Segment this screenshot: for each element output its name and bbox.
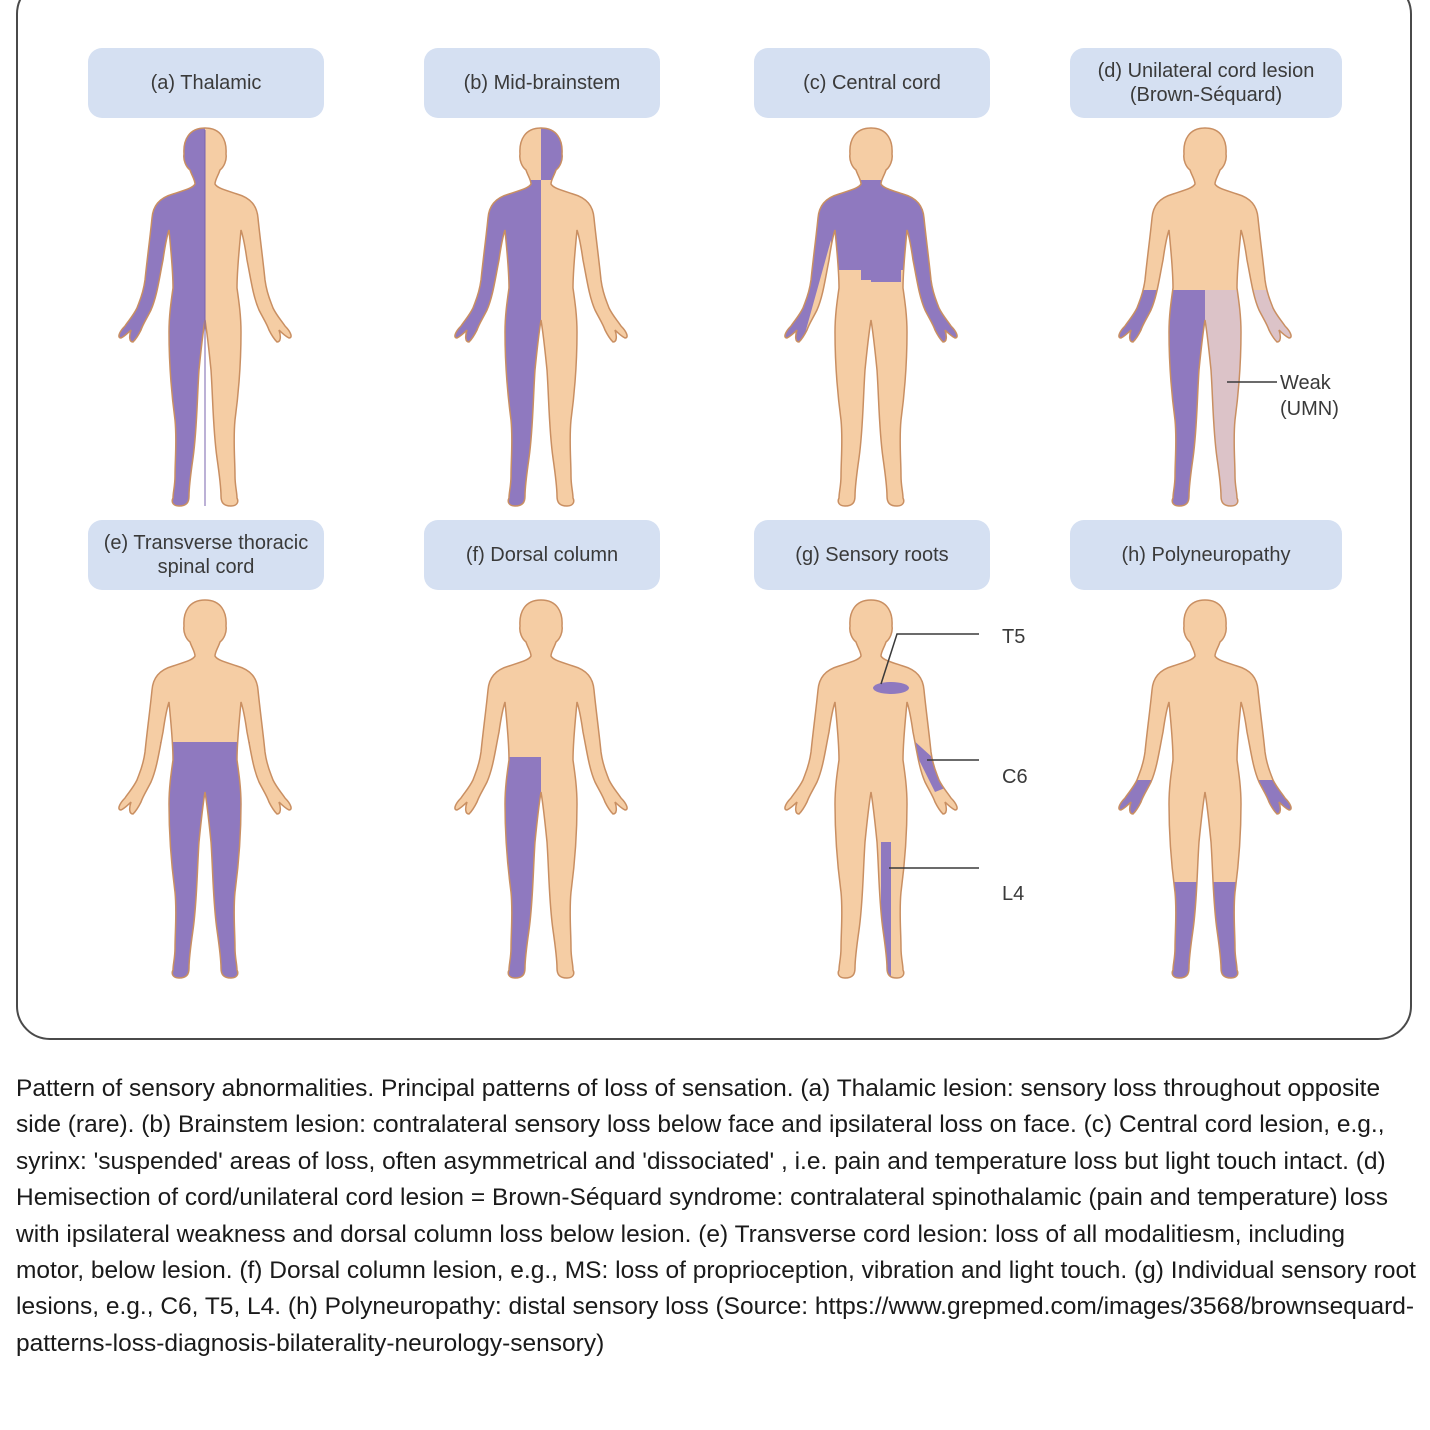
loss-region	[160, 742, 250, 978]
body-figure	[784, 127, 958, 507]
body-figure	[454, 127, 628, 507]
panel-label: (d) Unilateral cord lesion (Brown-Séquar…	[1070, 48, 1342, 118]
body-figure	[118, 127, 292, 507]
panel-label: (b) Mid-brainstem	[424, 48, 660, 118]
body-figure	[784, 599, 979, 979]
panel-label: (a) Thalamic	[88, 48, 324, 118]
panel-mid-brainstem: (b) Mid-brainstem	[376, 0, 706, 507]
body-figure	[118, 599, 292, 979]
panel-label: (e) Transverse thoracic spinal cord	[88, 520, 324, 590]
panel-sensory-roots: (g) Sensory roots T5 C6 L4	[706, 472, 1036, 979]
loss-region-feet	[1165, 882, 1245, 978]
panel-label: (f) Dorsal column	[424, 520, 660, 590]
panel-brown-sequard: (d) Unilateral cord lesion (Brown-Séquar…	[1040, 0, 1370, 507]
panel-central-cord: (c) Central cord	[706, 0, 1036, 507]
figure-caption: Pattern of sensory abnormalities. Princi…	[16, 1075, 1416, 1357]
panel-thalamic: (a) Thalamic	[40, 0, 370, 507]
panel-label: (c) Central cord	[754, 48, 990, 118]
panel-label: (h) Polyneuropathy	[1070, 520, 1342, 590]
body-figure	[454, 599, 628, 979]
loss-region	[496, 757, 541, 978]
callout-c6: C6	[1002, 766, 1028, 788]
panel-transverse-thoracic: (e) Transverse thoracic spinal cord	[40, 472, 370, 979]
body-figure	[1118, 127, 1292, 507]
panel-dorsal-column: (f) Dorsal column	[376, 472, 706, 979]
loss-region-body	[454, 180, 541, 506]
callout-l4: L4	[1002, 883, 1025, 905]
body-figure	[1118, 599, 1292, 979]
loss-region-c6	[911, 738, 945, 792]
panel-polyneuropathy: (h) Polyneuropathy	[1040, 472, 1370, 979]
callout-weak: Weak (UMN)	[1280, 372, 1339, 420]
callout-t5: T5	[1002, 626, 1026, 648]
loss-region-t5	[873, 682, 909, 694]
panel-label: (g) Sensory roots	[754, 520, 990, 590]
